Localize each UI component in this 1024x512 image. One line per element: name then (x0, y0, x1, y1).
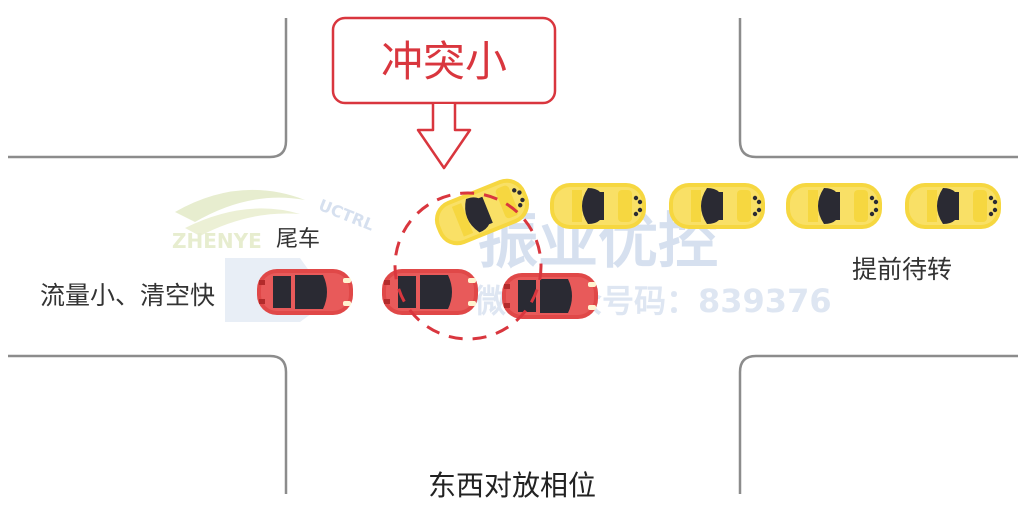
watermark-swoosh-2 (185, 208, 300, 236)
curb-bottom-right (738, 354, 1018, 494)
yellow-car (550, 183, 646, 229)
callout-text: 冲突小 (381, 37, 507, 86)
red-car-row (257, 269, 598, 319)
label-tail-car: 尾车 (276, 227, 320, 252)
yellow-car (905, 183, 1001, 229)
yellow-car (669, 183, 765, 229)
callout-arrow (416, 104, 472, 170)
red-car-tail (502, 273, 598, 319)
curb-bottom-left (8, 354, 288, 494)
road-edges (8, 18, 1018, 494)
callout: 冲突小 (331, 16, 557, 170)
yellow-car (786, 183, 882, 229)
curb-top-left (8, 18, 288, 159)
label-flow: 流量小、清空快 (40, 281, 215, 310)
curb-top-right (738, 18, 1018, 159)
watermark-swoosh (175, 189, 305, 222)
callout-box (331, 16, 557, 105)
conflict-circle (393, 191, 543, 341)
red-car (257, 269, 353, 315)
label-early-turn: 提前待转 (852, 255, 952, 284)
label-phase: 东西对放相位 (428, 469, 596, 502)
watermark-arc: UCTRL (316, 195, 377, 234)
watermark-latin: ZHENYE (172, 229, 262, 253)
